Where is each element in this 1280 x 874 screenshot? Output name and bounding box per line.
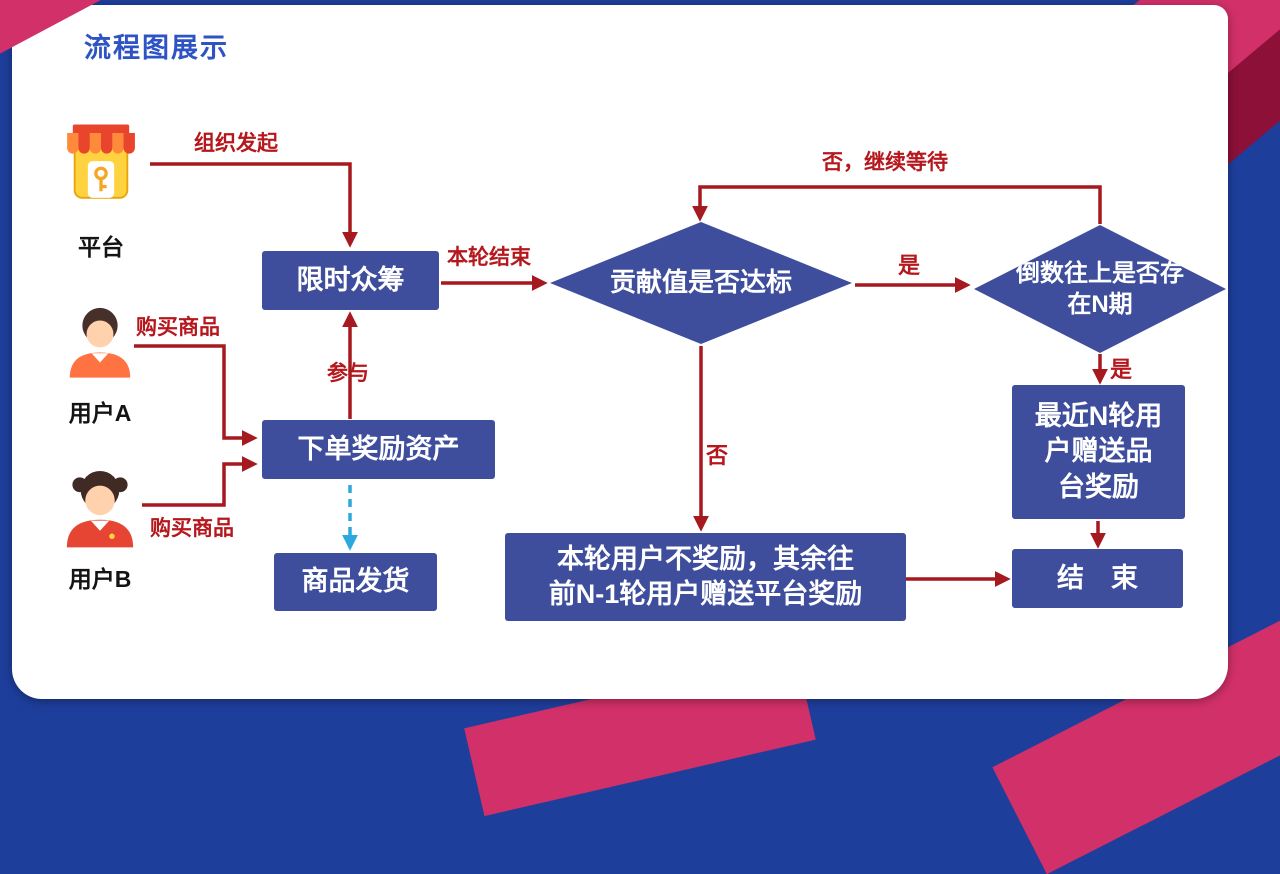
node-limited-crowdfunding: 限时众筹: [262, 251, 439, 310]
user-a-avatar-icon: [69, 307, 131, 378]
store-awning: [67, 132, 135, 154]
user-a-label: 用户A: [68, 400, 132, 426]
edge-label-yes-contribution: 是: [898, 253, 921, 278]
edge-label-no-contribution: 否: [706, 443, 729, 468]
edge-label-round-end: 本轮结束: [447, 246, 531, 269]
platform-label: 平台: [78, 234, 124, 260]
user-b-avatar-icon: [66, 470, 134, 548]
node-goods-shipping: 商品发货: [274, 553, 437, 611]
node-end: 结 束: [1012, 549, 1183, 608]
node-no-reward-note: 本轮用户不奖励，其余往 前N-1轮用户赠送平台奖励: [505, 533, 906, 621]
edge-label-yes-n-period: 是: [1110, 357, 1133, 382]
node-recent-n-rounds-reward: 最近N轮用 户赠送品 台奖励: [1012, 385, 1185, 519]
store-icon: [67, 124, 135, 199]
edge-label-initiate: 组织发起: [194, 132, 278, 155]
user-b-label: 用户B: [68, 566, 132, 592]
page-title: 流程图展示: [84, 33, 229, 63]
edge-label-buy-user-b: 购买商品: [150, 517, 234, 540]
node-order-reward-asset: 下单奖励资产: [262, 420, 495, 479]
edge-label-buy-user-a: 购买商品: [136, 316, 220, 339]
edge-label-participate: 参与: [327, 362, 369, 385]
edge-label-no-keep-waiting: 否，继续等待: [822, 151, 948, 174]
key-icon: [94, 166, 108, 192]
